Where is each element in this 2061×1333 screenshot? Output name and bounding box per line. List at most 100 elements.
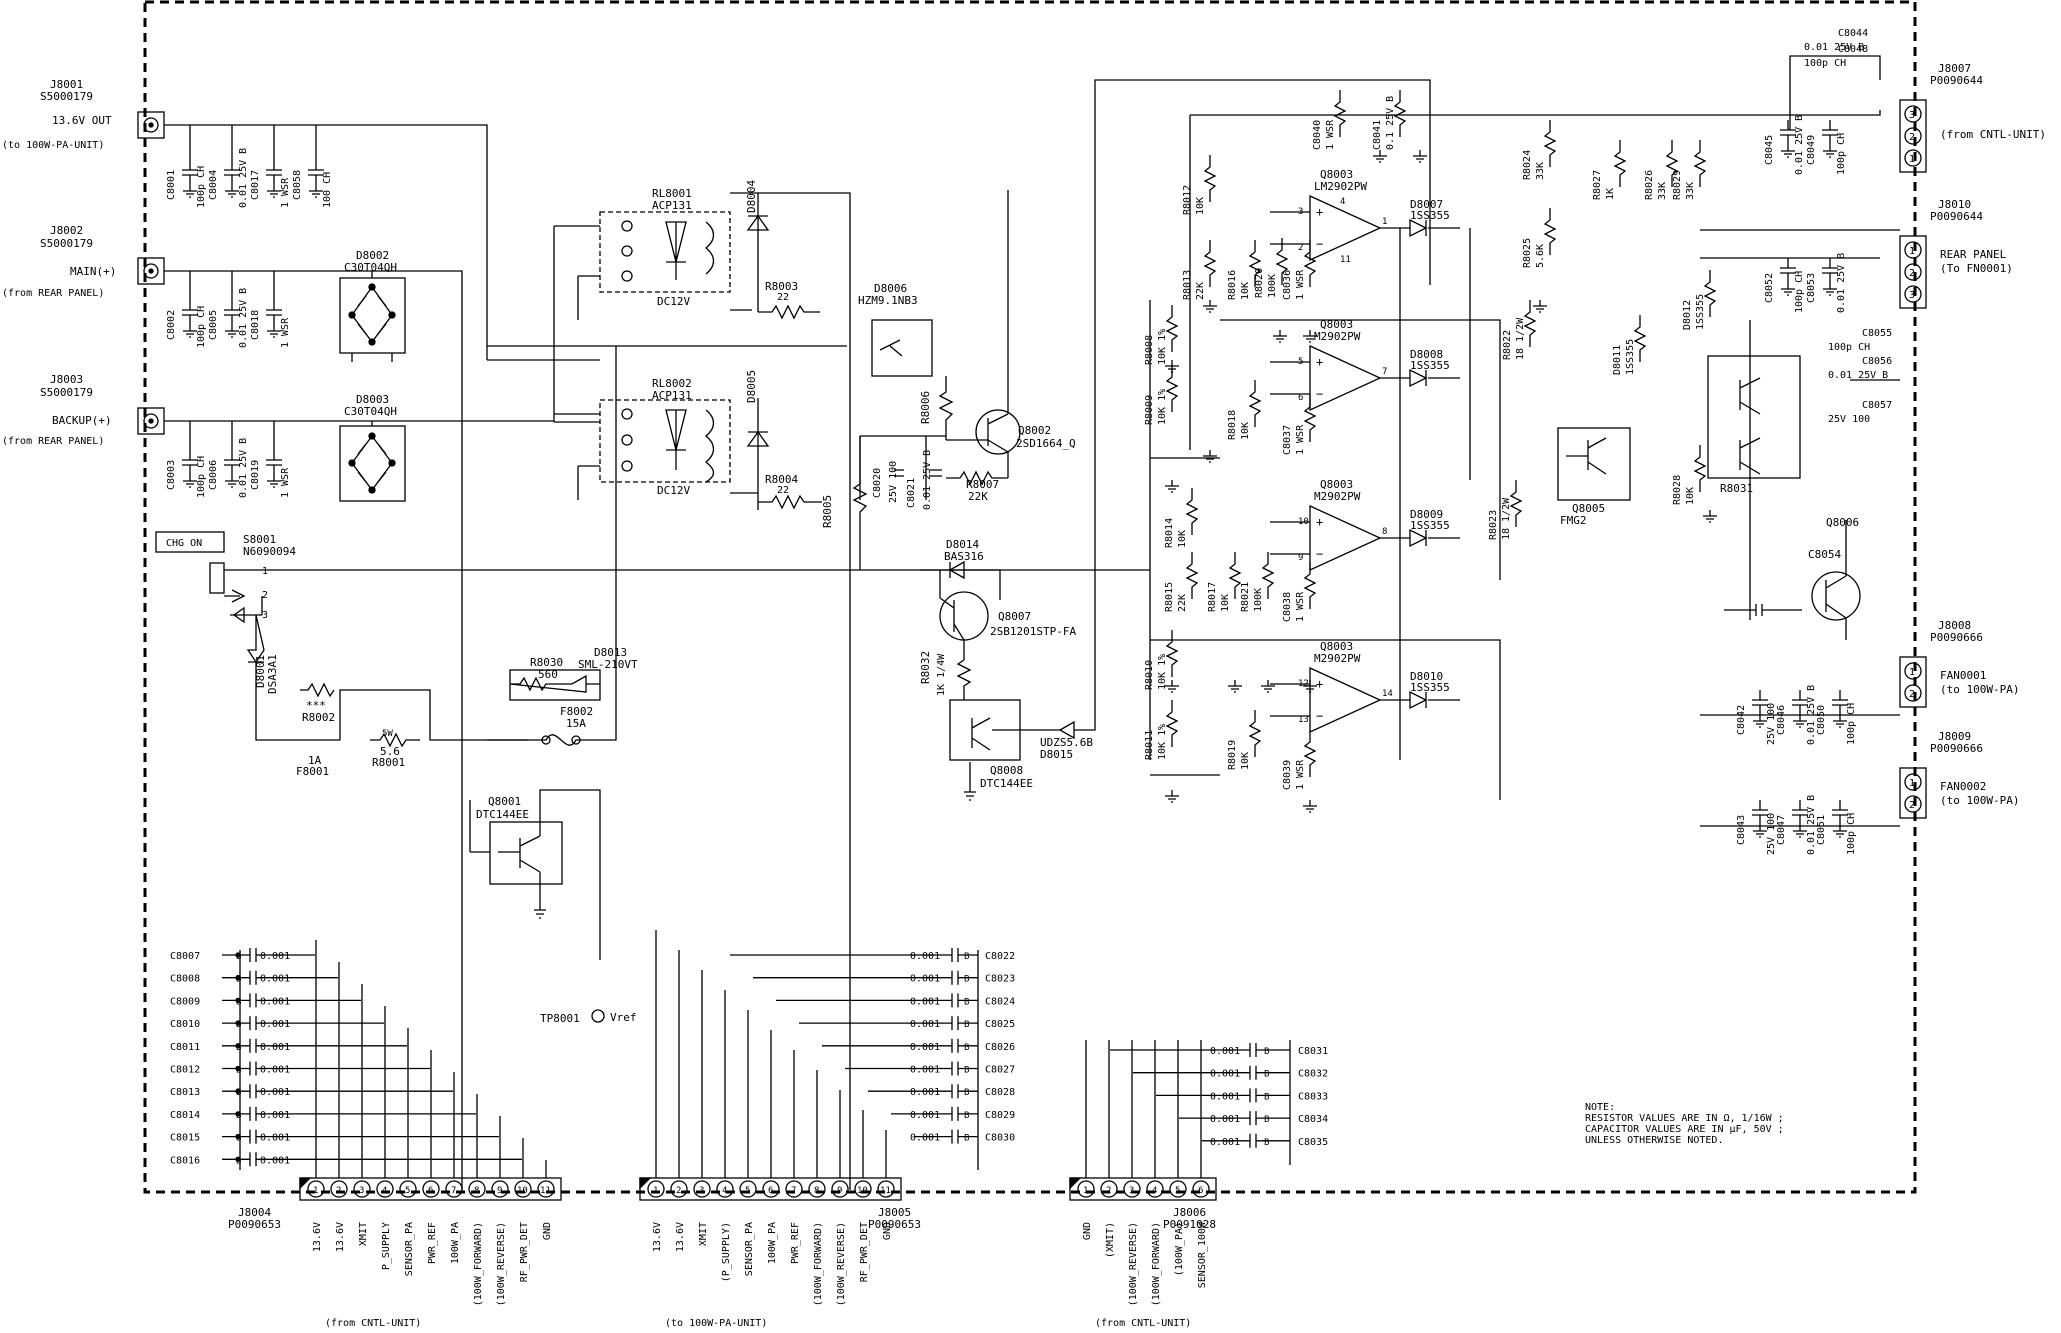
parts-relay-area: D8004 D8005 R8003 22 R8004 22 D8006 HZM9… xyxy=(487,79,1431,801)
pin-number: 9 xyxy=(497,1186,502,1196)
bypass-cap-value: 0.001 xyxy=(1210,1137,1240,1148)
cap-ref: C8056 xyxy=(1862,356,1892,367)
pin-number: 1 xyxy=(1909,154,1915,165)
pin-name: 13.6V xyxy=(675,1222,686,1252)
connector-j8006: 1GND2(XMIT)3(100W_REVERSE)4(100W_FORWARD… xyxy=(1069,1040,1217,1329)
relay-coil: DC12V xyxy=(657,484,690,497)
bypass-cap-grade: B xyxy=(1264,1115,1269,1125)
cap-ref: C8049 xyxy=(1806,135,1817,165)
pin-number: 4 xyxy=(1152,1186,1157,1196)
part-ref: R8020 xyxy=(1254,268,1265,298)
bypass-cap-ref: C8028 xyxy=(985,1087,1015,1098)
bypass-cap-ref: C8033 xyxy=(1298,1091,1328,1102)
bypass-cap-ref: C8024 xyxy=(985,996,1015,1007)
cap-c8006 xyxy=(224,450,240,475)
cap-value: 0.01 25V B xyxy=(238,288,249,348)
pin-number: 3 xyxy=(1909,290,1915,301)
q8001-ref: Q8001 xyxy=(488,795,521,808)
opamp-plus: + xyxy=(1316,515,1323,529)
resistor-symbol xyxy=(1303,562,1317,609)
bypass-cap-value: 0.001 xyxy=(260,1110,290,1121)
cap-value: 100p CH xyxy=(1804,58,1846,69)
ground-symbol xyxy=(1303,330,1317,343)
connector-ref: J8005 xyxy=(878,1206,911,1219)
opamp-minus: − xyxy=(1316,547,1323,561)
cap-c8051 xyxy=(1832,800,1848,825)
pin-number: 2 xyxy=(1909,268,1915,279)
part-value: 18 1/2W xyxy=(1515,317,1526,360)
r8001-val: 5.6 xyxy=(380,745,400,758)
ground-symbol xyxy=(1781,283,1795,296)
pin-number: 1 xyxy=(1083,1186,1088,1196)
bypass-cap-value: 0.001 xyxy=(910,1019,940,1030)
resistor-symbol xyxy=(1248,380,1262,427)
ground-symbol xyxy=(1781,145,1795,158)
bypass-cap-value: 0.001 xyxy=(910,974,940,985)
ground-symbol xyxy=(1261,680,1275,693)
pin-name: 13.6V xyxy=(335,1222,346,1252)
wire-opamp-bus xyxy=(1149,114,1700,800)
ground-symbol xyxy=(1228,680,1242,693)
resistor-symbol xyxy=(1543,208,1557,255)
testpoint-tp8001[interactable]: TP8001 Vref xyxy=(540,1009,637,1025)
pin-name: 13.6V xyxy=(652,1222,663,1252)
resistor-symbol xyxy=(1185,488,1199,535)
connector-sub: (from CNTL-UNIT) xyxy=(1095,1318,1191,1329)
cap-ref: C8058 xyxy=(292,170,303,200)
ground-symbol xyxy=(1703,510,1717,523)
cap-c8047 xyxy=(1792,800,1808,825)
q8008-ref: Q8008 xyxy=(990,764,1023,777)
pin-name: RF_PWR_DET xyxy=(519,1222,530,1282)
pin-number: 3 xyxy=(1909,110,1915,121)
cap-c8001 xyxy=(182,160,198,185)
pin-name: (XMIT) xyxy=(1105,1222,1116,1258)
bypass-cap-ref: C8011 xyxy=(170,1042,200,1053)
cap-value: 1 WSR xyxy=(280,177,291,208)
jack-label: (from CNTL-UNIT) xyxy=(1940,128,2046,141)
bypass-cap-value: 0.001 xyxy=(260,1155,290,1166)
pin-number: 4 xyxy=(382,1186,387,1196)
jack-ref: J8007 xyxy=(1938,62,1971,75)
cap-c8050 xyxy=(1832,690,1848,715)
opamp-ref: Q8003 xyxy=(1320,640,1353,653)
pin-name: (100W_FORWARD) xyxy=(473,1222,484,1306)
ground-symbol xyxy=(1413,150,1427,163)
resistor-symbol xyxy=(1165,305,1179,352)
cap-ref: C8001 xyxy=(166,170,177,200)
relay-part: ACP131 xyxy=(652,199,692,212)
bypass-cap-ref: C8013 xyxy=(170,1087,200,1098)
ground-symbol xyxy=(183,185,197,198)
pin-number: 2 xyxy=(676,1186,681,1196)
diode-ref: D8009 xyxy=(1410,508,1443,521)
switch-pin3: 3 xyxy=(262,610,268,621)
cap-value: 100 CH xyxy=(322,172,333,208)
diode-ref: D8010 xyxy=(1410,670,1443,683)
resistor-symbol xyxy=(1203,155,1217,202)
q8007-part: 2SB1201STP-FA xyxy=(990,625,1076,638)
d8006-ref: D8006 xyxy=(874,282,907,295)
q8004-ref: Q8005 xyxy=(1572,502,1605,515)
jack-part: P0090644 xyxy=(1930,74,1983,87)
pin-number: 1 xyxy=(653,1186,658,1196)
bypass-cap-grade: B xyxy=(964,1088,969,1098)
bypass-cap-value: 0.001 xyxy=(260,1087,290,1098)
opamp-ref: Q8003 xyxy=(1320,318,1353,331)
cap-ref: C8047 xyxy=(1776,815,1787,845)
bypass-cap-value: 0.001 xyxy=(910,996,940,1007)
ground-symbol xyxy=(1373,150,1387,163)
opamp-part: LM2902PW xyxy=(1314,180,1367,193)
bypass-cap-ref: C8032 xyxy=(1298,1069,1328,1080)
ground-symbol xyxy=(267,475,281,488)
note-block: NOTE: RESISTOR VALUES ARE IN Ω, 1/16W ; … xyxy=(1585,1102,1784,1146)
ground-symbol xyxy=(267,325,281,338)
part-value: 1 WSR xyxy=(1295,269,1306,300)
jack-label: FAN0001 xyxy=(1940,669,1986,682)
switch-s8001[interactable]: CHG ON S8001 N6090094 1 2 3 xyxy=(155,531,1150,624)
cap-c8017 xyxy=(266,160,282,185)
part-value: 1 WSR xyxy=(1325,119,1336,150)
connector-j8005: 113.6V213.6V3XMIT4(P_SUPPLY)5SENSOR_PA61… xyxy=(639,930,921,1329)
part-ref: D8011 xyxy=(1612,345,1623,375)
relay-rl8002: RL8002 ACP131 DC12V xyxy=(554,377,731,497)
